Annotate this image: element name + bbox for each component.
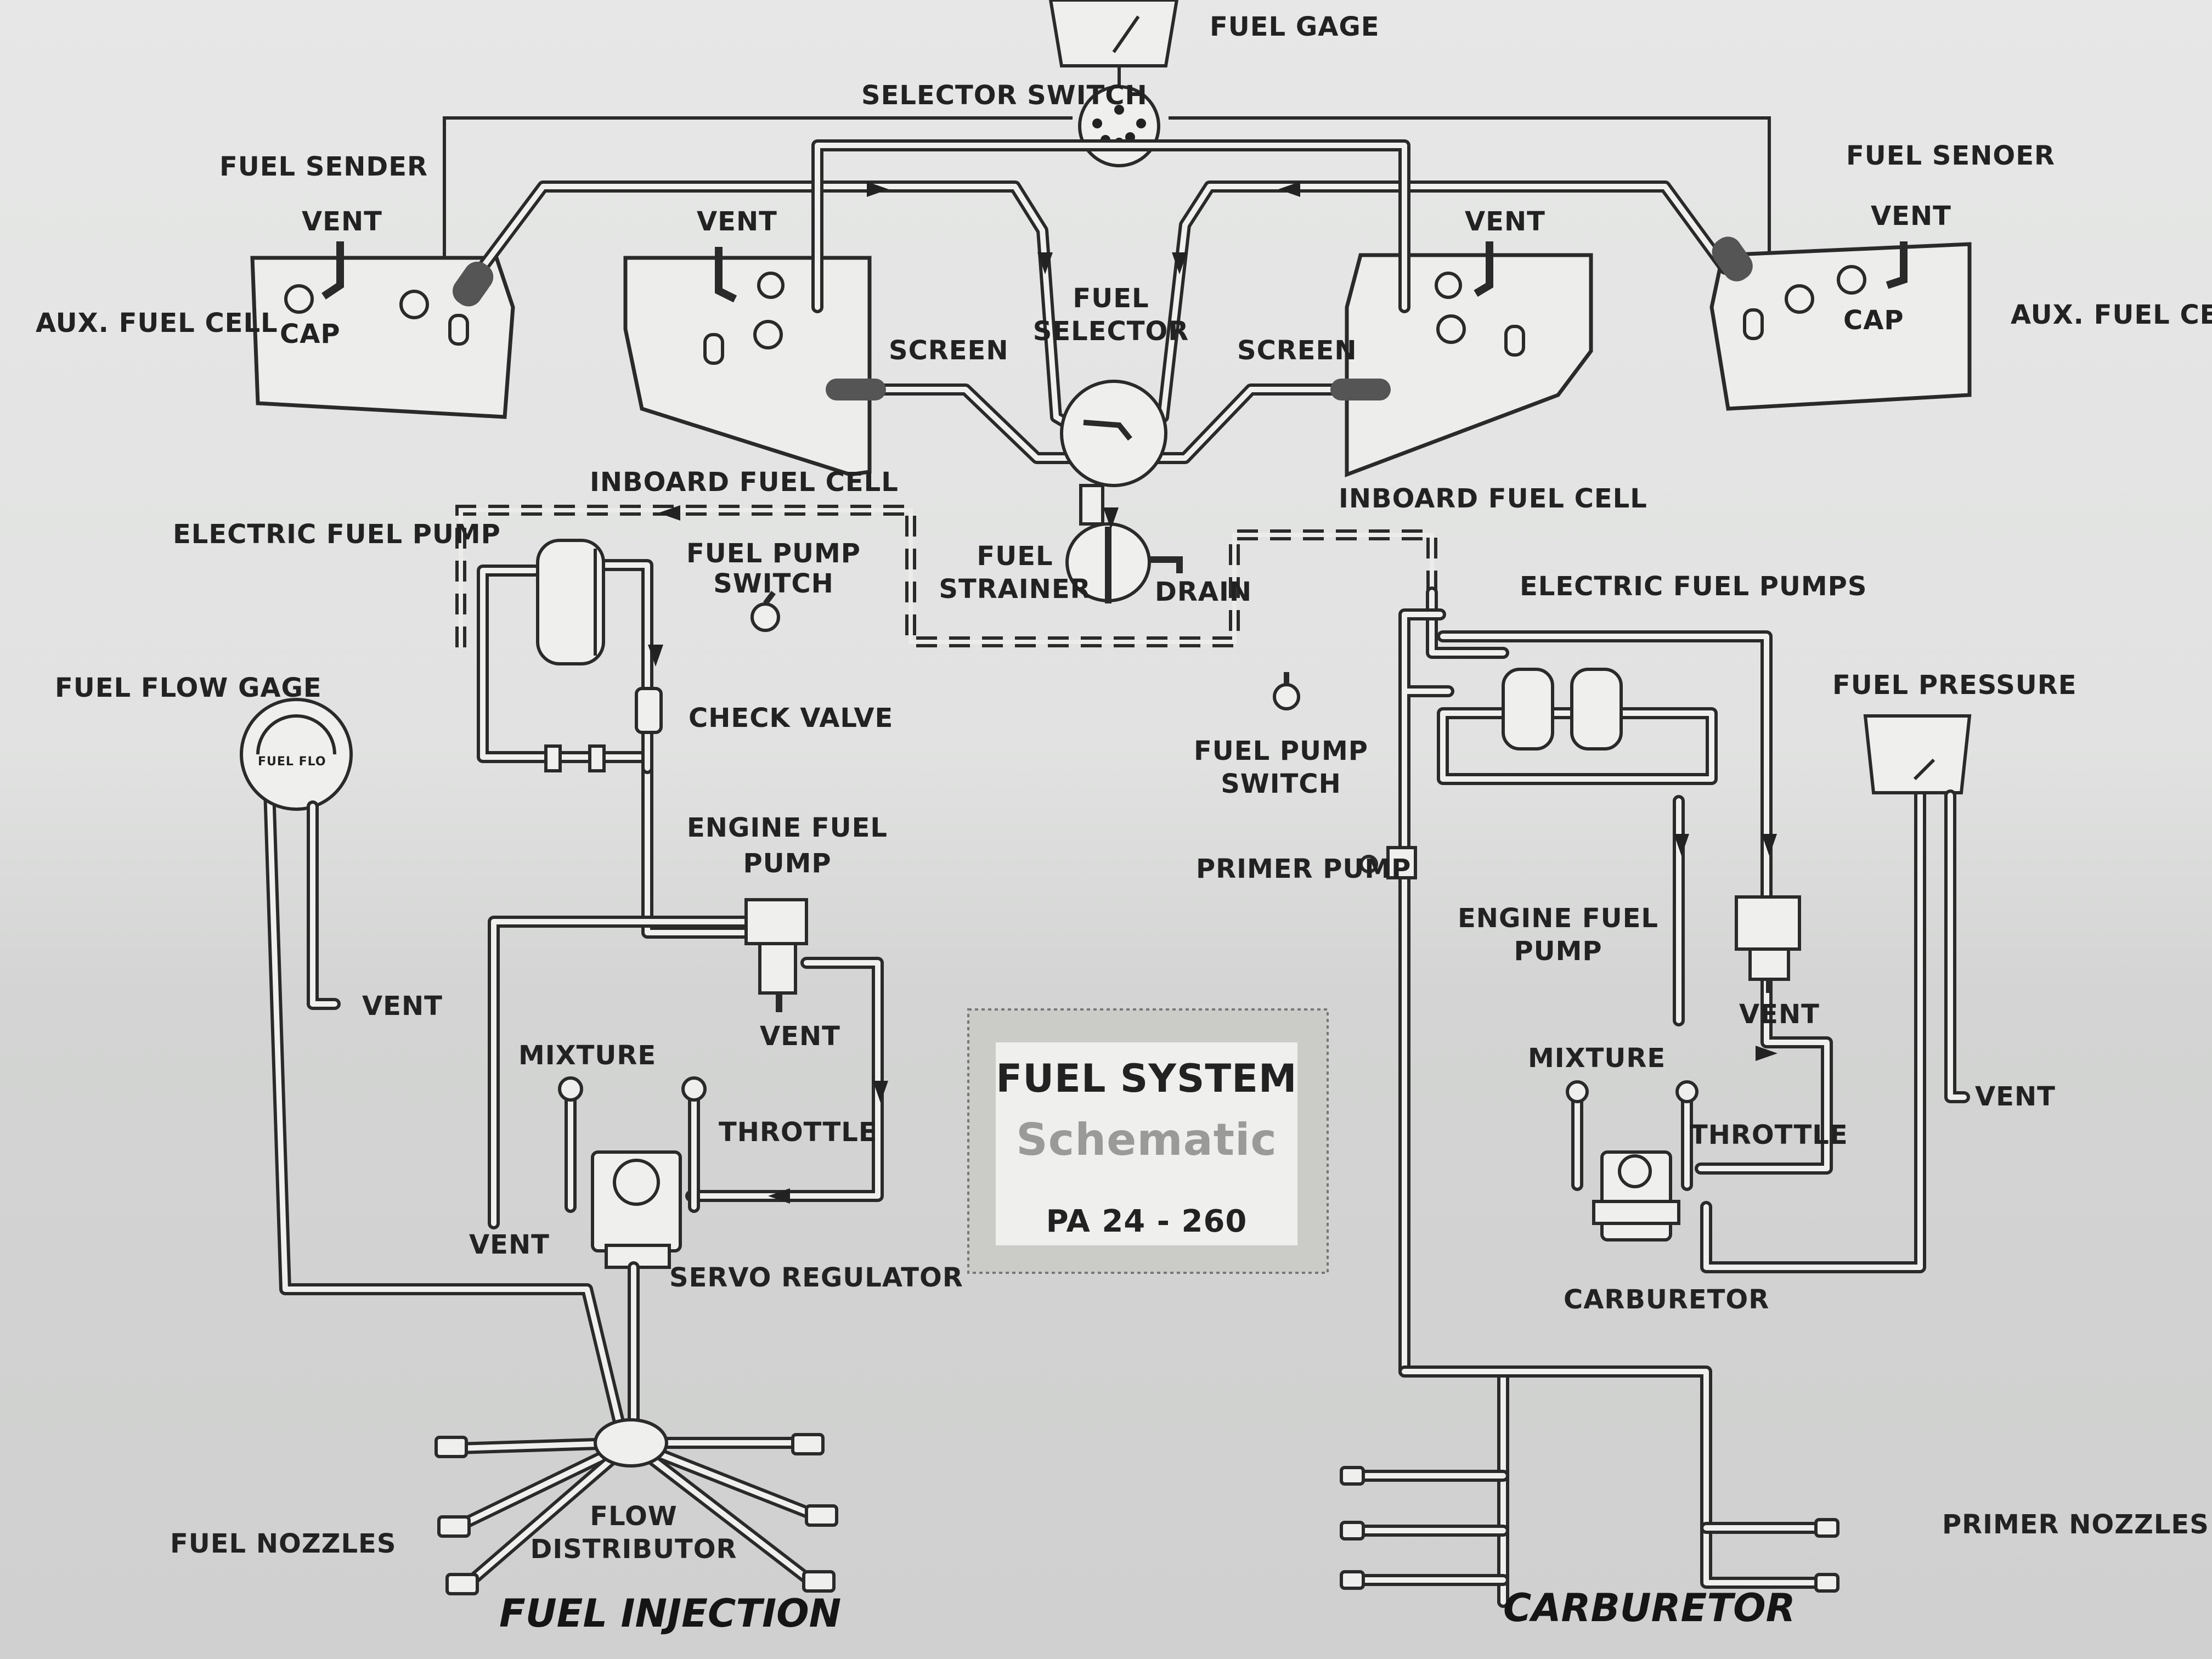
primer-pump-icon	[1359, 846, 1417, 879]
label-electric-fuel-pump: ELECTRIC FUEL PUMP	[173, 519, 501, 550]
carburetor-icon	[1566, 1080, 1699, 1242]
label-vent-flow-gage: VENT	[362, 991, 443, 1022]
label-fuel-nozzles: FUEL NOZZLES	[170, 1528, 396, 1559]
label-fuel-selector-line2: SELECTOR	[1033, 316, 1189, 347]
flow-distributor-icon	[435, 1418, 838, 1595]
fuel-flow-gage-icon: FUEL FLO	[240, 698, 353, 1010]
aux-fuel-cell-right	[1709, 242, 1972, 411]
label-electric-fuel-pumps: ELECTRIC FUEL PUMPS	[1520, 571, 1867, 602]
svg-text:FUEL FLO: FUEL FLO	[258, 755, 326, 769]
fitting-icon	[544, 744, 562, 772]
inboard-fuel-cell-left	[623, 256, 872, 477]
label-vent-engine-pump-right: VENT	[1739, 999, 1820, 1030]
flow-arrows	[648, 182, 1778, 1204]
label-engine-fuel-pump-left-line1: ENGINE FUEL	[687, 812, 888, 843]
label-primer-pump: PRIMER PUMP	[1196, 854, 1411, 884]
label-engine-fuel-pump-right-line1: ENGINE FUEL	[1458, 903, 1658, 934]
title-fuel-injection: FUEL INJECTION	[499, 1591, 841, 1636]
label-inboard-fuel-cell-left: INBOARD FUEL CELL	[590, 467, 899, 498]
label-flow-distributor-line2: DISTRIBUTOR	[531, 1534, 737, 1565]
label-screen-right: SCREEN	[1237, 335, 1357, 366]
label-drain: DRAIN	[1155, 577, 1252, 607]
fuel-sender-left-icon	[453, 261, 494, 307]
label-carburetor: CARBURETOR	[1564, 1284, 1769, 1315]
engine-fuel-pump-right-icon	[1735, 895, 1801, 993]
title-box-subtitle: Schematic	[1016, 1114, 1277, 1165]
label-cap-right: CAP	[1843, 305, 1904, 336]
label-throttle-right: THROTTLE	[1690, 1120, 1848, 1150]
title-box-title: FUEL SYSTEM	[996, 1056, 1297, 1101]
fuel-pressure-gage-icon	[1863, 714, 1972, 1103]
label-vent-aux-left: VENT	[302, 206, 382, 237]
right-pump-lines	[1398, 586, 1926, 1608]
label-screen-left: SCREEN	[889, 335, 1009, 366]
fuel-selector-icon	[1060, 380, 1167, 487]
label-fuel-strainer-line1: FUEL	[977, 541, 1053, 572]
fuel-strainer-icon	[1065, 484, 1183, 603]
label-vent-inboard-left: VENT	[697, 206, 777, 237]
fitting-icon	[588, 744, 606, 772]
electric-fuel-pump-left-icon	[536, 539, 605, 665]
label-vent-engine-pump-left: VENT	[760, 1021, 840, 1052]
inboard-fuel-cell-right	[1345, 253, 1593, 478]
title-box-model: PA 24 - 260	[1046, 1204, 1248, 1239]
label-engine-fuel-pump-left-line2: PUMP	[743, 848, 831, 879]
left-pump-lines	[477, 559, 884, 1229]
title-box: FUEL SYSTEM Schematic PA 24 - 260	[967, 1008, 1329, 1274]
engine-fuel-pump-left-icon	[744, 898, 808, 1012]
label-vent-inboard-right: VENT	[1465, 206, 1545, 237]
label-mixture-right: MIXTURE	[1528, 1043, 1666, 1074]
screen-left-icon	[826, 379, 886, 400]
label-vent-injection: VENT	[469, 1229, 550, 1260]
label-servo-regulator: SERVO REGULATOR	[669, 1262, 963, 1293]
label-fuel-flow-gage: FUEL FLOW GAGE	[55, 673, 322, 703]
primer-nozzles-icon	[1340, 1466, 1839, 1593]
label-fuel-pump-switch-right-line1: FUEL PUMP	[1194, 736, 1368, 766]
fuel-pump-switch-right-icon	[1273, 672, 1300, 710]
label-fuel-strainer-line2: STRAINER	[939, 574, 1091, 605]
label-vent-aux-right: VENT	[1871, 201, 1951, 232]
label-fuel-sender-left: FUEL SENDER	[219, 151, 428, 182]
label-primer-nozzles: PRIMER NOZZLES	[1942, 1509, 2209, 1540]
title-carburetor: CARBURETOR	[1503, 1585, 1796, 1630]
label-fuel-selector-line1: FUEL	[1073, 283, 1149, 314]
label-aux-fuel-cell-right: AUX. FUEL CELL	[2011, 300, 2212, 330]
label-inboard-fuel-cell-right: INBOARD FUEL CELL	[1339, 483, 1647, 514]
label-aux-fuel-cell-left: AUX. FUEL CELL	[36, 308, 278, 338]
tank-fittings	[284, 241, 1908, 365]
label-fuel-gage: FUEL GAGE	[1210, 12, 1380, 42]
label-cap-left: CAP	[280, 319, 341, 349]
label-throttle-left: THROTTLE	[719, 1117, 877, 1148]
fuel-sender-right-icon	[1712, 236, 1753, 281]
check-valve-icon	[635, 687, 663, 734]
label-engine-fuel-pump-right-line2: PUMP	[1514, 936, 1602, 967]
electric-fuel-pumps-right-icon	[1502, 668, 1623, 751]
label-flow-distributor-line1: FLOW	[590, 1501, 677, 1532]
label-fuel-pump-switch-left-line1: FUEL PUMP	[686, 538, 861, 569]
label-fuel-sender-right: FUEL SENOER	[1846, 140, 2055, 171]
label-fuel-pump-switch-left-line2: SWITCH	[713, 568, 834, 599]
servo-regulator-icon	[558, 1076, 707, 1269]
label-selector-switch: SELECTOR SWITCH	[861, 80, 1148, 111]
label-vent-pressure: VENT	[1975, 1081, 2056, 1112]
label-mixture-left: MIXTURE	[518, 1040, 656, 1071]
label-check-valve: CHECK VALVE	[689, 703, 893, 733]
injection-lines	[263, 768, 640, 1443]
fuel-pump-switch-left-icon	[751, 591, 780, 632]
label-fuel-pump-switch-right-line2: SWITCH	[1221, 769, 1341, 799]
aux-fuel-cell-left	[250, 256, 515, 419]
label-fuel-pressure: FUEL PRESSURE	[1832, 670, 2077, 701]
screen-right-icon	[1330, 379, 1391, 400]
dashed-lines	[455, 505, 1437, 647]
fuel-gage-icon	[1048, 0, 1179, 67]
